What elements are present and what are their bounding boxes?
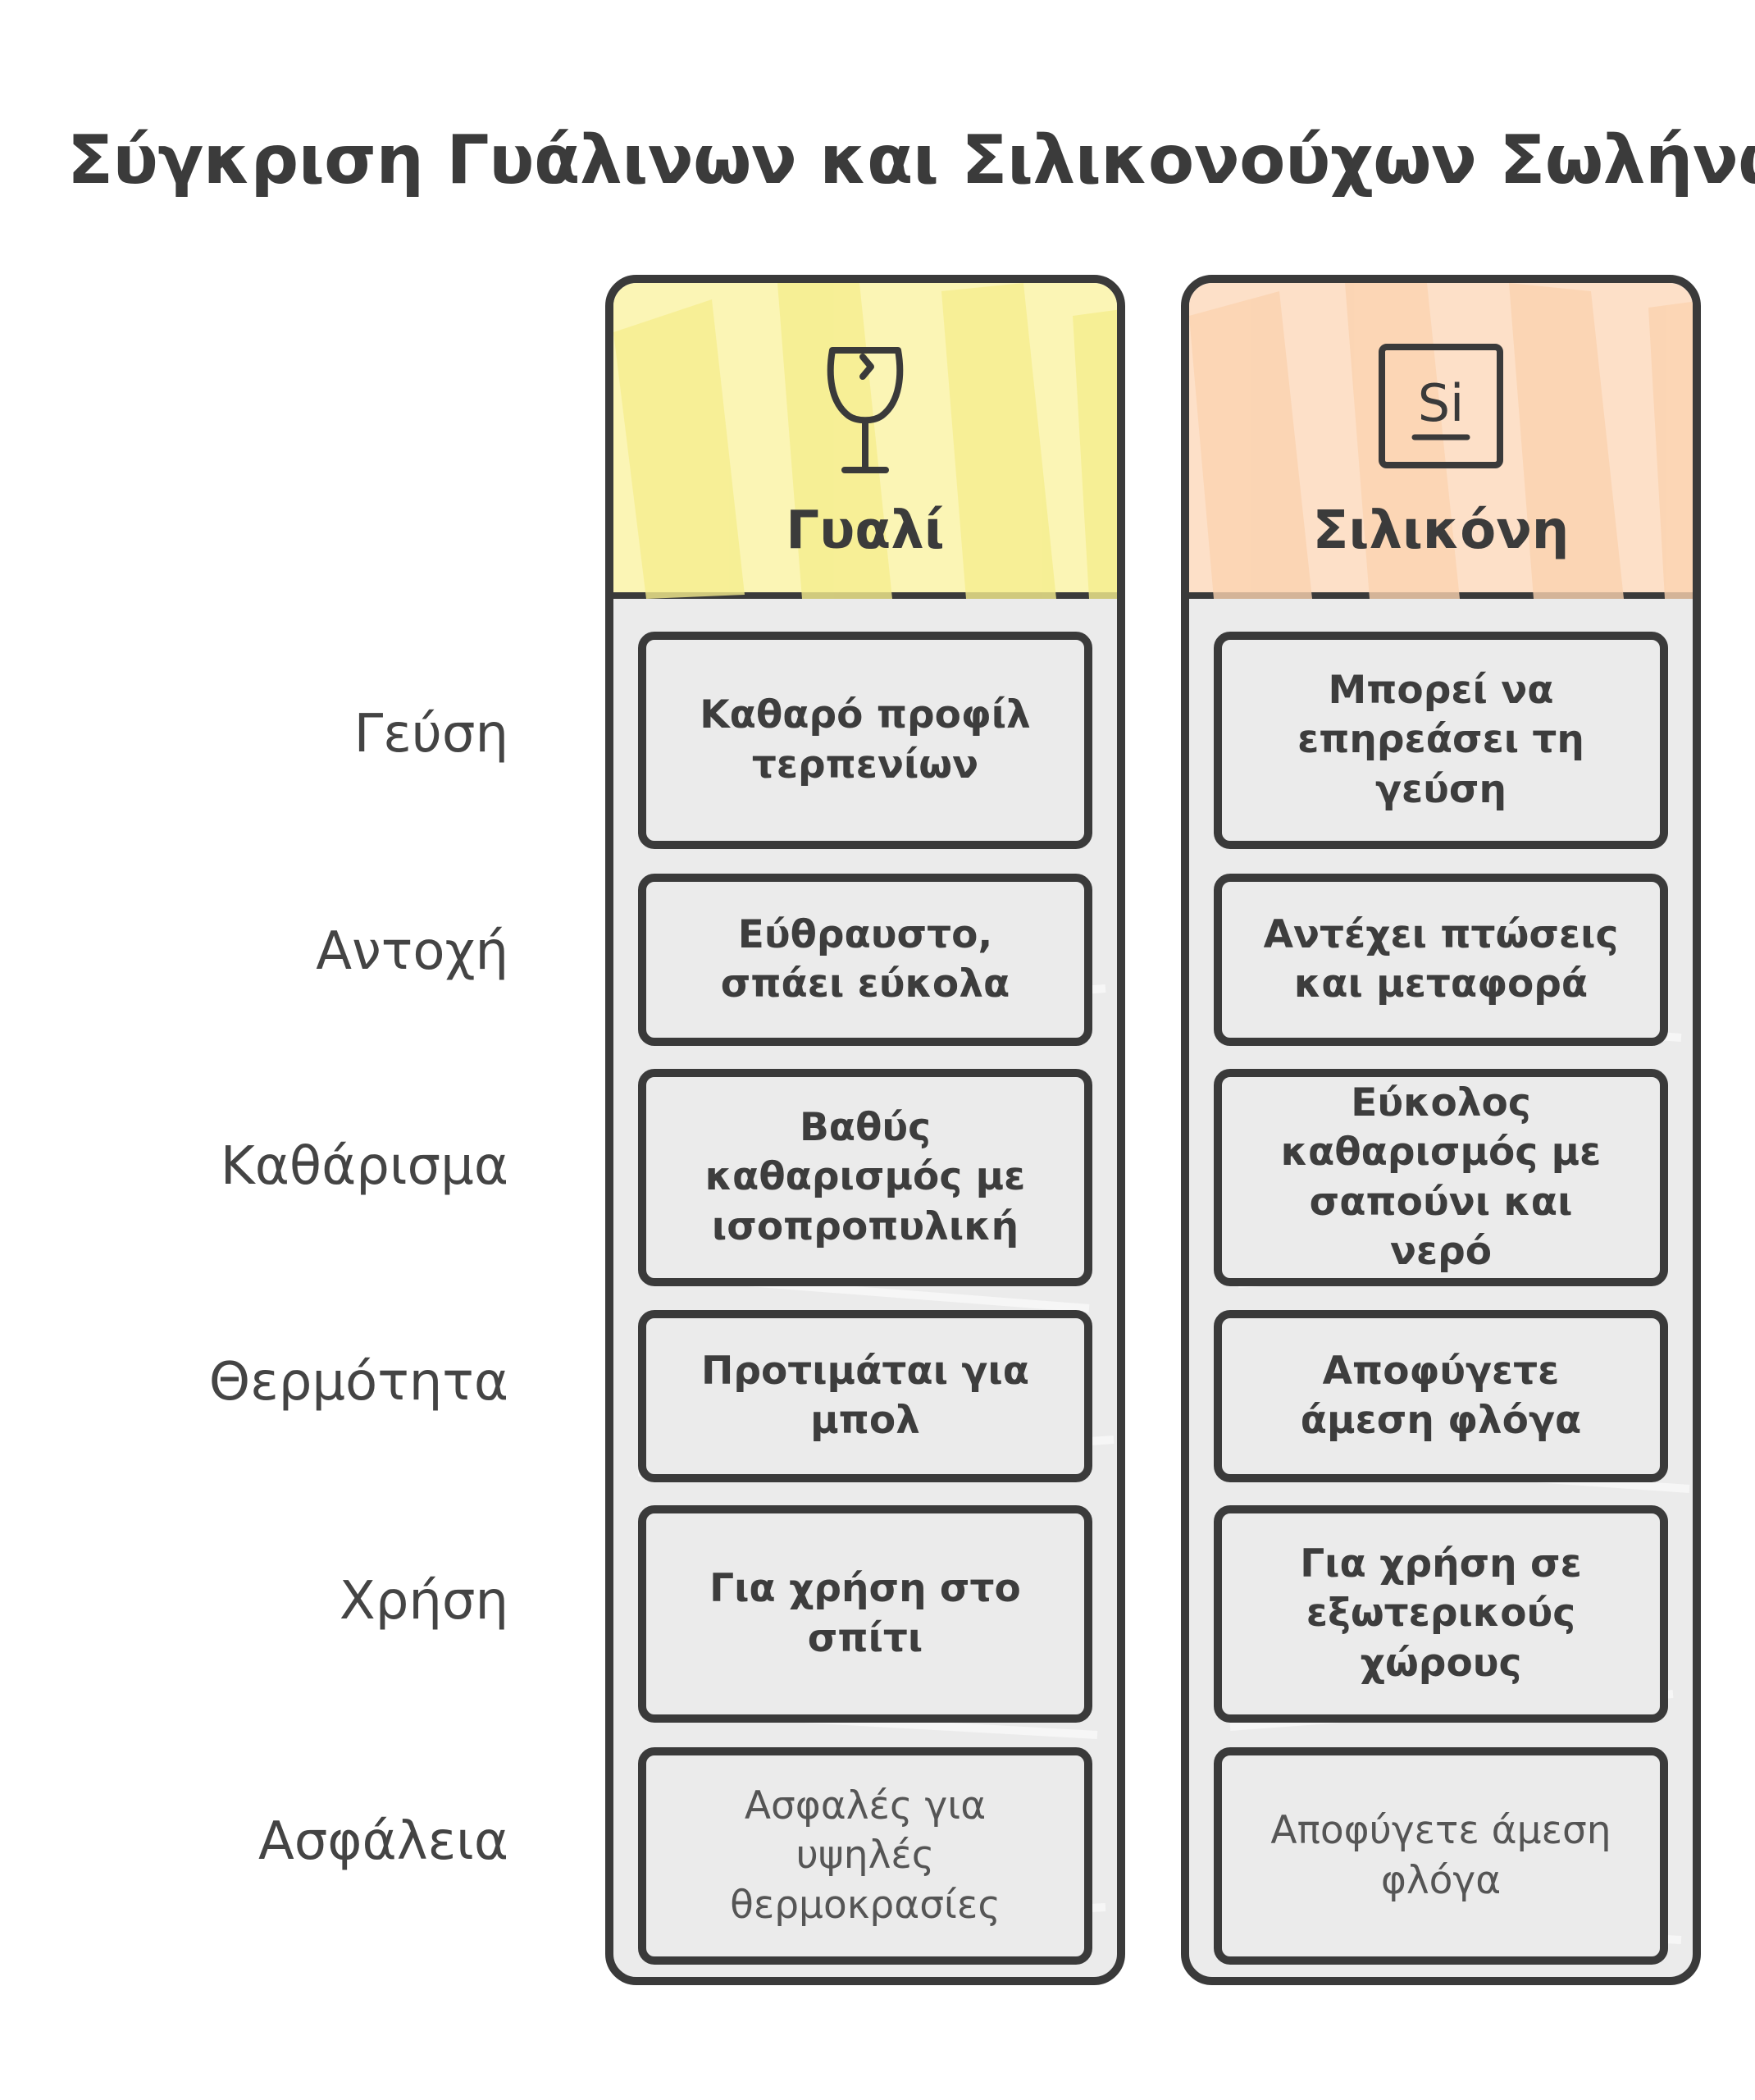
silicone-cell-heat: Αποφύγετε άμεση φλόγα — [1214, 1310, 1668, 1482]
glass-cell-durability: Εύθραυστο, σπάει εύκολα — [638, 874, 1092, 1046]
silicone-column: Si Σιλικόνη Μπορεί να επηρεάσει τη γεύση… — [1181, 275, 1701, 1985]
row-label-heat: Θερμότητα — [208, 1352, 508, 1413]
glass-column-title: Γυαλί — [786, 500, 945, 561]
silicone-cell-safety: Αποφύγετε άμεση φλόγα — [1214, 1747, 1668, 1965]
glass-column-header: Γυαλί — [613, 283, 1117, 599]
silicon-symbol-text: Si — [1418, 373, 1465, 433]
silicone-cell-usage: Για χρήση σε εξωτερικούς χώρους — [1214, 1505, 1668, 1723]
silicone-cell-taste: Μπορεί να επηρεάσει τη γεύση — [1214, 632, 1668, 849]
silicon-element-icon: Si — [1375, 340, 1507, 475]
glass-cell-usage: Για χρήση στο σπίτι — [638, 1505, 1092, 1723]
wine-glass-icon — [820, 340, 910, 483]
row-label-durability: Αντοχή — [316, 921, 508, 982]
silicone-cell-durability: Αντέχει πτώσεις και μεταφορά — [1214, 874, 1668, 1046]
glass-cell-cleaning: Βαθύς καθαρισμός με ισοπροπυλική — [638, 1069, 1092, 1286]
glass-column: Γυαλί Καθαρό προφίλ τερπενίων Εύθραυστο,… — [605, 275, 1125, 1985]
silicone-column-header: Si Σιλικόνη — [1189, 283, 1693, 599]
glass-cell-taste: Καθαρό προφίλ τερπενίων — [638, 632, 1092, 849]
silicone-cell-cleaning: Εύκολος καθαρισμός με σαπούνι και νερό — [1214, 1069, 1668, 1286]
page-title: Σύγκριση Γυάλινων και Σιλικονούχων Σωλήν… — [67, 121, 1755, 199]
row-label-cleaning: Καθάρισμα — [220, 1136, 508, 1197]
glass-cell-safety: Ασφαλές για υψηλές θερμοκρασίες — [638, 1747, 1092, 1965]
glass-cell-heat: Προτιμάται για μπολ — [638, 1310, 1092, 1482]
row-label-safety: Ασφάλεια — [258, 1811, 508, 1872]
silicone-column-title: Σιλικόνη — [1312, 500, 1570, 561]
row-label-taste: Γεύση — [353, 704, 508, 765]
row-label-usage: Χρήση — [339, 1571, 508, 1632]
